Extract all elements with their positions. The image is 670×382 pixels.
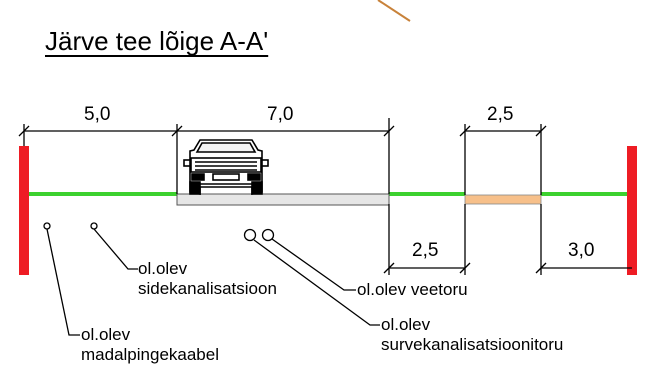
label-sidekanalisatsioon: ol.olev sidekanalisatsioon	[138, 259, 277, 299]
dimension-label-roadway: 7,0	[267, 104, 294, 125]
label-veetoru: ol.olev veetoru	[357, 280, 468, 299]
section-title: Järve tee lõige A-A'	[45, 26, 269, 56]
label-line: sidekanalisatsioon	[138, 279, 277, 298]
label-line: madalpingekaabel	[81, 345, 219, 364]
roadway	[176, 193, 390, 206]
dimension-label-verge-middle: 2,5	[412, 240, 439, 261]
label-madalpingekaabel: ol.olev madalpingekaabel	[81, 325, 219, 365]
accent-line	[377, 0, 411, 22]
top-dimension-line	[18, 118, 395, 194]
dimension-label-sidewalk: 2,5	[487, 104, 514, 125]
dimension-label-verge-right: 3,0	[568, 240, 595, 261]
dimension-label-verge-left: 5,0	[84, 104, 111, 125]
car-icon	[183, 139, 269, 195]
utility-veetoru	[261, 228, 356, 291]
label-line: ol.olev	[81, 325, 131, 344]
label-line: survekanalisatsioonitoru	[381, 335, 564, 354]
label-survekanalisatsioonitoru: ol.olev survekanalisatsioonitoru	[381, 315, 563, 355]
bottom-dimension-lines	[383, 204, 632, 275]
sidewalk	[464, 194, 542, 205]
right-boundary-marker	[627, 146, 637, 275]
label-line: ol.olev	[381, 315, 431, 334]
utility-survekanalisatsioon	[243, 228, 380, 326]
utility-sidekanalisatsioon	[90, 222, 138, 270]
utility-madalpingekaabel	[43, 222, 80, 336]
left-boundary-marker	[19, 146, 29, 275]
sidewalk-dimension-line	[459, 124, 547, 195]
label-line: ol.olev	[138, 259, 188, 278]
